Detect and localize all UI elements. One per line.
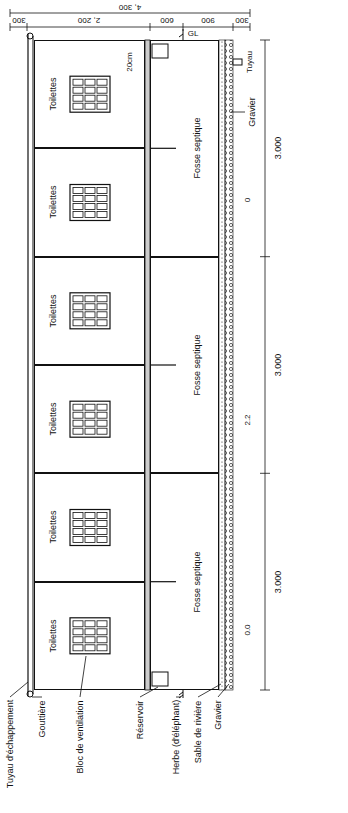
room-label: Fosse septique [192,118,203,179]
room-label: Toilettes [48,186,59,219]
sand-layer [219,40,225,690]
part-label: Gouttière [37,700,48,737]
gravel-layer [225,40,233,690]
vent-pipe [233,59,242,65]
part-label: Bloc de ventilation [75,700,86,773]
septic-tank: Fosse septique [150,257,219,474]
dimension-value: 3.000 [273,137,284,160]
grid-marker: 0 [243,198,253,202]
toilet-stall: Toilettes [34,473,145,581]
room-label: Toilettes [48,78,59,111]
dimension-note: 20cm [125,52,135,72]
toilet-stall: Toilettes [34,257,145,365]
reservoir [152,44,168,58]
room-label: Toilettes [48,511,59,544]
part-label: Sable de rivière [193,700,204,763]
grid-marker: 0.0 [243,624,253,635]
toilet-stall: Toilettes [34,365,145,473]
dimension-value: 300 [235,15,248,25]
part-label: Tuyau [245,51,255,73]
leader-line [10,682,28,697]
dimension-value: 3.000 [273,354,284,377]
room-label: Toilettes [48,403,59,436]
part-label: Réservoir [135,700,146,739]
dimension-value: 900 [201,15,214,25]
toilet-stall: Toilettes [34,582,145,690]
leader-line [80,656,86,697]
dimension-total: 4, 300 [119,2,141,12]
room-label: Toilettes [48,619,59,652]
leader-line [32,697,42,698]
room-label: Fosse septique [192,551,203,612]
part-label: Gravier [213,700,224,730]
septic-tank: Fosse septique [150,40,219,257]
dimension-lines [10,9,270,690]
room-label: Toilettes [48,294,59,327]
septic-tank: Fosse septique [150,473,219,690]
dimension-value: 600 [160,15,173,25]
part-label: Herbe (d'éléphant) [171,700,182,774]
dimension-value: 2, 200 [77,15,99,25]
leader-line [198,684,221,697]
part-label: Tuyau d'échappement [5,700,16,788]
part-label: Gravier [247,97,258,127]
ground-level [179,29,183,698]
grid-marker: 2.2 [243,414,253,425]
reservoir [152,672,168,686]
toilet-stall: Toilettes [34,148,145,256]
dimension-value: 3.000 [273,570,284,593]
dimension-value: 300 [12,15,25,25]
tank-baffles [150,148,176,581]
ground-level-label: GL [188,29,199,39]
roof [27,33,33,697]
room-label: Fosse septique [192,334,203,395]
